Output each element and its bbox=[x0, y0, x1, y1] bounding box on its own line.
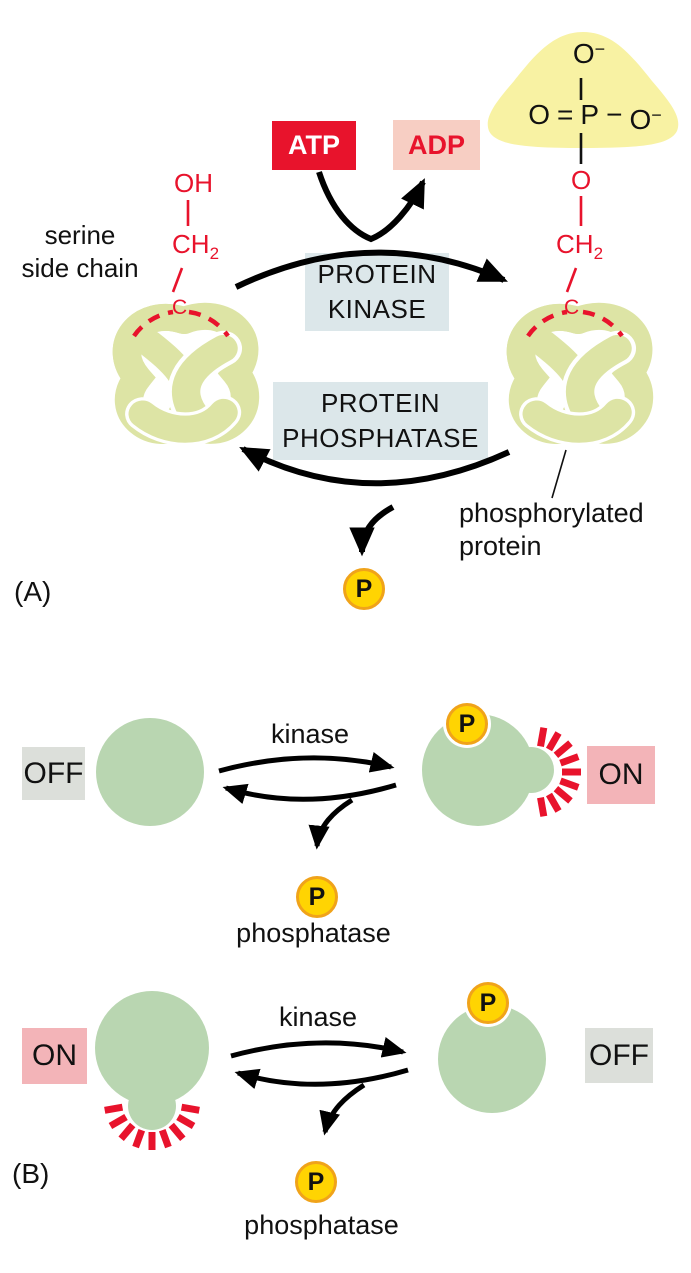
bond-ch2-c-right bbox=[565, 267, 578, 293]
linker-oxygen: O bbox=[571, 165, 592, 195]
kinase-forward-arrow bbox=[234, 249, 508, 290]
state-box-on-row2: ON bbox=[22, 1028, 87, 1084]
o-text: O bbox=[572, 38, 595, 69]
phosphate-badge-released-a: P bbox=[343, 568, 385, 610]
phospho-label-line1: phosphorylated bbox=[459, 498, 644, 528]
atp-label: ATP bbox=[288, 130, 340, 160]
kinase-arrow-row2 bbox=[230, 1037, 407, 1059]
phosphorus-atom: P bbox=[580, 99, 600, 130]
row1-arrows bbox=[218, 752, 397, 850]
phosphatase-reverse-arrow bbox=[239, 446, 511, 487]
state-box-off-row2: OFF bbox=[585, 1028, 653, 1083]
right-oxygen-group: O− bbox=[629, 100, 661, 135]
on-label: ON bbox=[598, 758, 644, 791]
state-box-on-row1: ON bbox=[587, 746, 655, 804]
kinase-label-row1: kinase bbox=[270, 719, 350, 749]
protein-off-row1 bbox=[96, 718, 204, 826]
phosphorylated-protein-pointer-line bbox=[551, 449, 567, 499]
serine-site-dashed-arcs bbox=[132, 309, 624, 338]
phosphate-badge-on-protein-row2: P bbox=[467, 982, 509, 1024]
serine-ch2-group-right: CH2 bbox=[556, 230, 603, 268]
serine-oh-group: OH bbox=[174, 168, 213, 198]
adp-label: ADP bbox=[407, 129, 465, 160]
serine-label-line2: side chain bbox=[21, 253, 139, 283]
phosphate-formula-row: O = P − O− bbox=[500, 100, 690, 135]
phosphorylated-protein-label: phosphorylated protein bbox=[459, 497, 644, 563]
protein-off-row2 bbox=[438, 1005, 546, 1113]
protein-on-row1-active-site bbox=[508, 747, 554, 793]
phosphate-release-arrow-row1 bbox=[308, 797, 354, 850]
serine-c-atom-left: C bbox=[172, 296, 188, 319]
active-site-rays-row1 bbox=[537, 727, 581, 817]
off-label: OFF bbox=[23, 756, 84, 790]
serine-side-chain-label: serine side chain bbox=[5, 219, 155, 285]
phosphate-top-oxygen: O− bbox=[566, 34, 612, 69]
right-charge: − bbox=[651, 105, 662, 125]
dashed-arc-right-knot-l bbox=[526, 309, 568, 338]
phosphatase-label-row1: phosphatase bbox=[236, 918, 391, 948]
panel-a-arrows bbox=[234, 171, 511, 557]
adp-box: ADP bbox=[393, 120, 480, 170]
left-oxygen: O bbox=[528, 99, 551, 130]
red-bonds bbox=[171, 196, 583, 293]
row2-arrows bbox=[230, 1037, 409, 1136]
single-bond: − bbox=[606, 99, 623, 130]
serine-c-atom-right: C bbox=[564, 296, 580, 319]
dashed-arc-right-knot-r bbox=[582, 309, 624, 338]
right-oxygen: O bbox=[629, 104, 652, 135]
active-site-rays-row2 bbox=[104, 1103, 200, 1150]
serine-label-line1: serine bbox=[44, 220, 116, 250]
panel-a-label: (A) bbox=[14, 576, 52, 607]
ch-subscript: 2 bbox=[593, 244, 604, 264]
protein-phosphatase-box: PROTEIN PHOSPHATASE bbox=[273, 382, 488, 460]
kinase-arrow-row1 bbox=[218, 752, 395, 774]
phosphatase-label-row2: phosphatase bbox=[244, 1210, 399, 1240]
atp-box: ATP bbox=[272, 121, 356, 170]
phosphate-badge-released-row2: P bbox=[295, 1161, 337, 1203]
serine-ch2-group-left: CH2 bbox=[172, 230, 219, 268]
phosphate-badge-released-row1: P bbox=[296, 876, 338, 918]
double-bond: = bbox=[557, 99, 574, 130]
panel-b-label: (B) bbox=[12, 1158, 50, 1189]
protein-on-row2-body bbox=[95, 991, 209, 1105]
phosphatase-arrow-row2 bbox=[234, 1067, 409, 1090]
protein-kinase-box: PROTEIN KINASE bbox=[305, 253, 449, 331]
phosphate-badge-on-protein-row1: P bbox=[446, 703, 488, 745]
ch-text: CH bbox=[172, 229, 210, 259]
ch-subscript: 2 bbox=[209, 244, 220, 264]
phosphatase-box-line2: PHOSPHATASE bbox=[282, 423, 479, 453]
o-charge: − bbox=[594, 39, 606, 59]
phosphate-blob bbox=[487, 32, 679, 148]
phosphatase-arrow-row1 bbox=[222, 782, 397, 805]
protein-on-row1-body bbox=[422, 714, 534, 826]
atp-to-adp-arrow bbox=[316, 171, 426, 243]
protein-on-row2-active-site bbox=[128, 1082, 176, 1130]
kinase-box-line1: PROTEIN bbox=[317, 259, 437, 289]
phosphate-release-arrow-row2 bbox=[319, 1082, 366, 1136]
phospho-label-line2: protein bbox=[459, 531, 542, 561]
state-box-off-row1: OFF bbox=[22, 747, 85, 800]
on-label: ON bbox=[32, 1039, 77, 1072]
phosphate-release-arrow-a bbox=[349, 504, 395, 557]
kinase-label-row2: kinase bbox=[278, 1002, 358, 1032]
dashed-arc-left-knot-r bbox=[188, 309, 230, 338]
dashed-arc-left-knot-l bbox=[132, 309, 174, 338]
kinase-box-line2: KINASE bbox=[327, 294, 427, 324]
phosphatase-box-line1: PROTEIN bbox=[320, 388, 441, 418]
off-label: OFF bbox=[589, 1038, 649, 1072]
ch-text: CH bbox=[556, 229, 594, 259]
bond-ch2-c-left bbox=[171, 267, 184, 293]
